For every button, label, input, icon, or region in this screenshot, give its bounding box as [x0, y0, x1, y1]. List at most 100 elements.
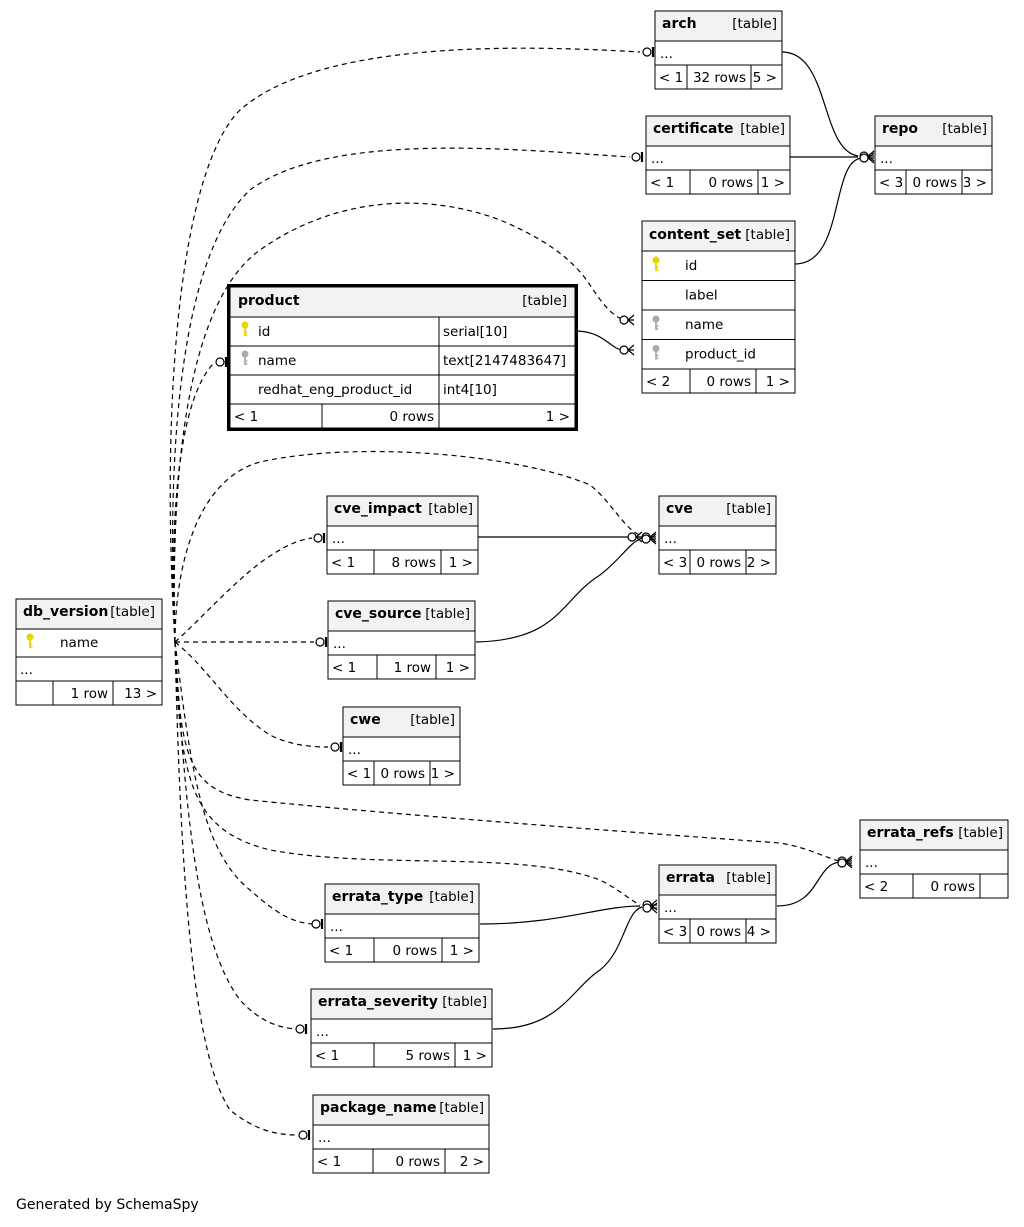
relationship-edges — [169, 47, 863, 1136]
table-name-cwe: cwe — [350, 712, 381, 728]
table-errata_type[interactable]: errata_type [table]... < 1 0 rows 1 > — [324, 883, 480, 963]
errata_type-row-0: ... — [330, 919, 343, 935]
errata_severity-row-0: ... — [316, 1024, 329, 1040]
table-tag-cve_source: [table] — [425, 606, 470, 622]
product-column-redhat_eng_product_id: redhat_eng_product_id — [258, 382, 412, 398]
content_set-row-count: 0 rows — [707, 374, 751, 390]
zero-or-many-marker — [837, 857, 853, 869]
table-name-content_set: content_set — [649, 227, 742, 243]
edge-db_version-package_name — [174, 641, 300, 1136]
cwe-prev-link: < 1 — [347, 766, 371, 782]
cve_source-prev-link: < 1 — [332, 660, 356, 676]
edge-db_version-cwe — [174, 641, 329, 748]
table-name-package_name: package_name — [320, 1100, 437, 1116]
table-tag-package_name: [table] — [439, 1100, 484, 1116]
table-name-db_version: db_version — [23, 604, 108, 620]
table-errata_refs[interactable]: errata_refs[table]... < 2 0 rows — [859, 819, 1009, 899]
arch-row-count: 32 rows — [693, 70, 746, 86]
errata-next-link: 4 > — [747, 924, 771, 940]
relationship-markers — [215, 47, 875, 1140]
errata_type-prev-link: < 1 — [329, 943, 353, 959]
package_name-next-link: 2 > — [460, 1154, 484, 1170]
repo-row-count: 0 rows — [913, 175, 957, 191]
package_name-prev-link: < 1 — [317, 1154, 341, 1170]
table-content_set[interactable]: content_set[table]idlabelnameproduct_id<… — [641, 220, 796, 394]
product-row-count: 0 rows — [390, 409, 434, 425]
table-name-errata_type: errata_type — [332, 889, 423, 905]
errata-row-0: ... — [664, 900, 677, 916]
errata_severity-row-count: 5 rows — [406, 1048, 450, 1064]
product-column-id: id — [258, 324, 270, 340]
zero-or-many-marker — [859, 152, 875, 164]
db_version-row-1: ... — [20, 662, 33, 678]
table-tag-errata_refs: [table] — [958, 825, 1003, 841]
zero-or-one-marker — [295, 1024, 308, 1034]
edge-arch-repo — [781, 51, 859, 157]
table-name-errata: errata — [666, 870, 715, 886]
cve_impact-next-link: 1 > — [449, 555, 473, 571]
table-name-arch: arch — [662, 16, 697, 32]
errata_refs-row-count: 0 rows — [931, 879, 975, 895]
errata_refs-prev-link: < 2 — [864, 879, 888, 895]
table-name-certificate: certificate — [653, 121, 734, 137]
cve_source-row-0: ... — [333, 636, 346, 652]
edge-db_version-errata_refs — [174, 641, 841, 862]
table-name-repo: repo — [882, 121, 918, 137]
cve_impact-row-count: 8 rows — [392, 555, 436, 571]
certificate-row-0: ... — [651, 151, 664, 167]
table-name-errata_refs: errata_refs — [867, 825, 954, 841]
zero-or-many-marker — [642, 902, 658, 914]
edge-errata-errata_refs — [776, 861, 841, 907]
zero-or-many-marker — [627, 531, 643, 543]
cwe-row-0: ... — [348, 742, 361, 758]
table-tag-repo: [table] — [942, 121, 987, 137]
table-tag-errata_type: [table] — [429, 889, 474, 905]
table-tag-content_set: [table] — [745, 227, 790, 243]
generated-by-footer: Generated by SchemaSpy — [16, 1197, 199, 1213]
cve_impact-row-0: ... — [332, 531, 345, 547]
edge-errata_type-errata — [479, 905, 641, 925]
primary-key-icon — [241, 321, 249, 336]
cve-row-0: ... — [664, 531, 677, 547]
db_version-row-0: name — [60, 635, 98, 651]
content_set-next-link: 1 > — [766, 374, 790, 390]
zero-or-one-marker — [330, 742, 343, 752]
arch-prev-link: < 1 — [659, 70, 683, 86]
table-tag-cwe: [table] — [410, 712, 455, 728]
zero-or-one-marker — [313, 533, 326, 543]
table-tag-errata_severity: [table] — [442, 994, 487, 1010]
zero-or-one-marker — [298, 1130, 311, 1140]
repo-next-link: 3 > — [963, 175, 987, 191]
table-tag-errata: [table] — [726, 870, 771, 886]
errata_type-row-count: 0 rows — [393, 943, 437, 959]
product-prev-link: < 1 — [234, 409, 258, 425]
edge-db_version-product — [172, 361, 216, 643]
cve_impact-prev-link: < 1 — [331, 555, 355, 571]
errata_type-next-link: 1 > — [450, 943, 474, 959]
zero-or-one-marker — [315, 637, 328, 647]
table-tag-db_version: [table] — [110, 604, 155, 620]
table-tag-cve_impact: [table] — [428, 501, 473, 517]
product-type-name: text[2147483647] — [443, 353, 566, 369]
product-type-redhat_eng_product_id: int4[10] — [443, 382, 497, 398]
arch-next-link: 5 > — [753, 70, 777, 86]
errata_refs-row-0: ... — [865, 855, 878, 871]
zero-or-one-marker — [215, 357, 228, 367]
primary-key-icon — [26, 633, 34, 648]
edge-db_version-cve — [174, 450, 641, 643]
certificate-prev-link: < 1 — [650, 175, 674, 191]
content_set-column-name: name — [685, 317, 723, 333]
